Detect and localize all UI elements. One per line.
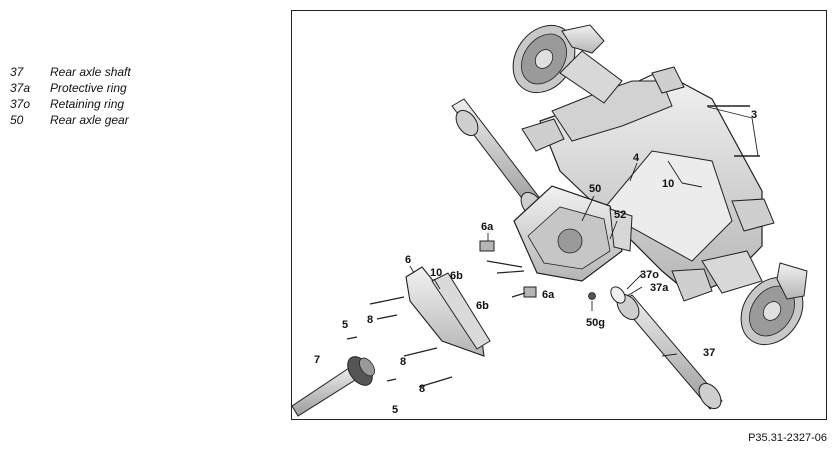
callout-37: 37 [703, 347, 715, 359]
lower-mount-parts [511, 286, 537, 298]
callout-8: 8 [419, 383, 425, 395]
lower-brake-disc [740, 262, 808, 346]
legend-code: 37 [10, 65, 24, 79]
legend-code: 37o [10, 97, 31, 111]
callout-6b: 6b [450, 270, 463, 282]
leader-lines [409, 106, 759, 357]
legend-text: Rear axle shaft [50, 65, 131, 79]
callout-52: 52 [614, 209, 626, 221]
callout-50: 50 [589, 183, 601, 195]
callout-7: 7 [314, 354, 320, 366]
legend-code: 37a [10, 81, 31, 95]
callout-6: 6 [405, 254, 411, 266]
legend-code: 50 [10, 113, 24, 127]
callout-37o: 37o [640, 269, 659, 281]
lower-rear-axle-shaft [610, 286, 723, 410]
driveshaft-bracket [405, 266, 491, 357]
rear-axle-carrier [521, 50, 775, 302]
carrier-bolts [707, 105, 760, 157]
exploded-view-figure: 3 4 10 50 52 6a 6b 6 10 6b 6a 5 8 7 8 8 … [291, 10, 827, 420]
legend-row: 37o Retaining ring [10, 96, 210, 112]
bolt-set [346, 296, 453, 388]
legend-text: Retaining ring [50, 97, 125, 111]
rear-axle-gear [513, 185, 633, 282]
callout-6a: 6a [481, 221, 494, 233]
legend-row: 37 Rear axle shaft [10, 64, 210, 80]
callout-labels: 3 4 10 50 52 6a 6b 6 10 6b 6a 5 8 7 8 8 … [314, 109, 757, 416]
callout-8: 8 [367, 314, 373, 326]
callout-5: 5 [342, 319, 348, 331]
drain-plug [588, 292, 596, 300]
callout-6a: 6a [542, 289, 555, 301]
figure-id: P35.31-2327-06 [748, 432, 827, 444]
legend-text: Rear axle gear [50, 113, 129, 127]
callout-8: 8 [400, 356, 406, 368]
callout-50g: 50g [586, 317, 605, 329]
callout-5: 5 [392, 404, 398, 416]
legend-text: Protective ring [50, 81, 127, 95]
callout-37a: 37a [650, 282, 669, 294]
legend-row: 37a Protective ring [10, 80, 210, 96]
callout-3: 3 [751, 109, 757, 121]
exploded-view-drawing: 3 4 10 50 52 6a 6b 6 10 6b 6a 5 8 7 8 8 … [292, 24, 808, 417]
callout-6b: 6b [476, 300, 489, 312]
upper-brake-disc [512, 24, 605, 94]
legend-row: 50 Rear axle gear [10, 112, 210, 128]
legend: 37 Rear axle shaft 37a Protective ring 3… [10, 64, 210, 128]
callout-4: 4 [633, 152, 640, 164]
upper-mount-parts [479, 240, 525, 274]
propeller-shaft [292, 356, 375, 417]
callout-10: 10 [430, 267, 442, 279]
callout-10: 10 [662, 178, 674, 190]
